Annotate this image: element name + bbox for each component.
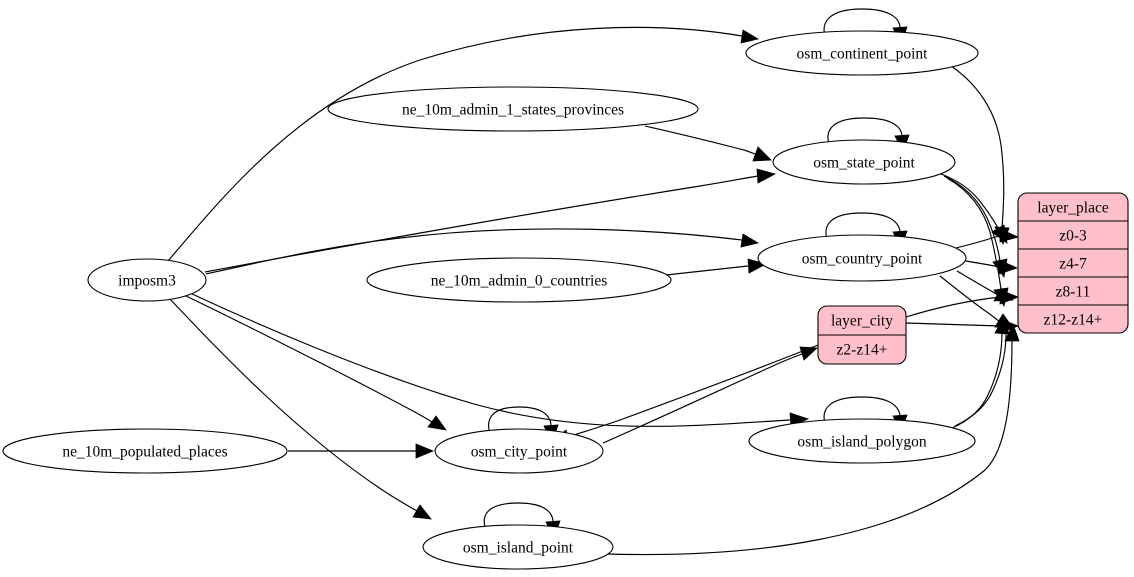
node-osm-city-point[interactable]: osm_city_point (434, 428, 604, 474)
edge-osm-country-point-to-layer-place-z0-3 (955, 228, 1020, 249)
edge-osm-island-polygon-to-layer-place-z12-z14-b (954, 333, 1007, 427)
node-layer-city[interactable]: layer_city z2-z14+ (817, 305, 907, 365)
node-osm-island-polygon[interactable]: osm_island_polygon (748, 418, 976, 464)
node-osm-city-point-label: osm_city_point (471, 444, 568, 461)
edge-osm-island-polygon-to-layer-place-z12-z14 (951, 315, 1010, 429)
node-osm-country-point-label: osm_country_point (802, 251, 923, 268)
node-osm-state-point[interactable]: osm_state_point (772, 139, 956, 185)
node-osm-continent-point-label: osm_continent_point (797, 46, 929, 63)
node-imposm3-label: imposm3 (118, 273, 176, 290)
edge-ne-countries-to-osm-country-point (665, 258, 768, 276)
layer-place-title: layer_place (1037, 200, 1109, 217)
node-osm-state-point-label: osm_state_point (813, 155, 915, 172)
record-layer: layer_place z0-3 z4-7 z8-11 z12-z14+ lay… (817, 192, 1129, 365)
edge-osm-state-point-to-layer-place-z0-3 (940, 173, 1008, 244)
layer-city-title: layer_city (831, 313, 893, 330)
layer-place-row-z8-11[interactable]: z8-11 (1056, 284, 1091, 301)
node-imposm3[interactable]: imposm3 (87, 258, 207, 302)
edge-imposm3-to-osm-city-point (183, 294, 447, 431)
layer-place-row-z0-3[interactable]: z0-3 (1059, 228, 1087, 245)
node-ne-populated-label: ne_10m_populated_places (62, 444, 227, 461)
node-osm-country-point[interactable]: osm_country_point (757, 234, 967, 282)
node-ne-10m-populated-places[interactable]: ne_10m_populated_places (2, 428, 288, 474)
node-layer-place[interactable]: layer_place z0-3 z4-7 z8-11 z12-z14+ (1017, 192, 1129, 334)
edge-imposm3-to-osm-island-point (169, 298, 432, 520)
edge-osm-island-point-to-layer-place-z12-z14 (607, 322, 1020, 556)
node-layer: imposm3 ne_10m_admin_1_states_provinces … (2, 30, 979, 570)
layer-place-body (1017, 192, 1129, 334)
edge-imposm3-to-osm-island-polygon (189, 292, 810, 428)
node-ne-10m-admin-0-countries[interactable]: ne_10m_admin_0_countries (366, 257, 672, 303)
edge-imposm3-to-osm-continent-point (167, 26, 760, 262)
edge-imposm3-to-osm-state-point (204, 168, 777, 273)
edge-layer-city-to-layer-place-z8-11 (905, 289, 1020, 318)
node-ne-10m-admin-1-states-provinces[interactable]: ne_10m_admin_1_states_provinces (327, 86, 699, 132)
edge-to-layer-city-z2-z14 (602, 346, 818, 444)
layer-place-row-z4-7[interactable]: z4-7 (1059, 256, 1087, 273)
edge-ne-states-to-osm-state-point (644, 125, 772, 162)
node-osm-island-polygon-label: osm_island_polygon (797, 434, 926, 451)
edge-osm-country-point-to-layer-place-z4-7 (965, 259, 1019, 275)
node-ne-states-label: ne_10m_admin_1_states_provinces (402, 102, 624, 119)
node-osm-continent-point[interactable]: osm_continent_point (745, 30, 979, 76)
node-osm-island-point-label: osm_island_point (463, 540, 574, 557)
layer-place-row-z12-z14[interactable]: z12-z14+ (1044, 312, 1103, 329)
edge-ne-populated-to-osm-city-point (288, 443, 435, 459)
node-ne-countries-label: ne_10m_admin_0_countries (431, 273, 608, 290)
node-osm-island-point[interactable]: osm_island_point (422, 524, 614, 570)
edge-layer (167, 8, 1020, 556)
edge-osm-continent-point-to-layer-place-z0-3 (947, 63, 1010, 246)
layer-city-row-z2-z14[interactable]: z2-z14+ (837, 342, 888, 359)
edge-imposm3-to-osm-country-point (205, 228, 760, 275)
